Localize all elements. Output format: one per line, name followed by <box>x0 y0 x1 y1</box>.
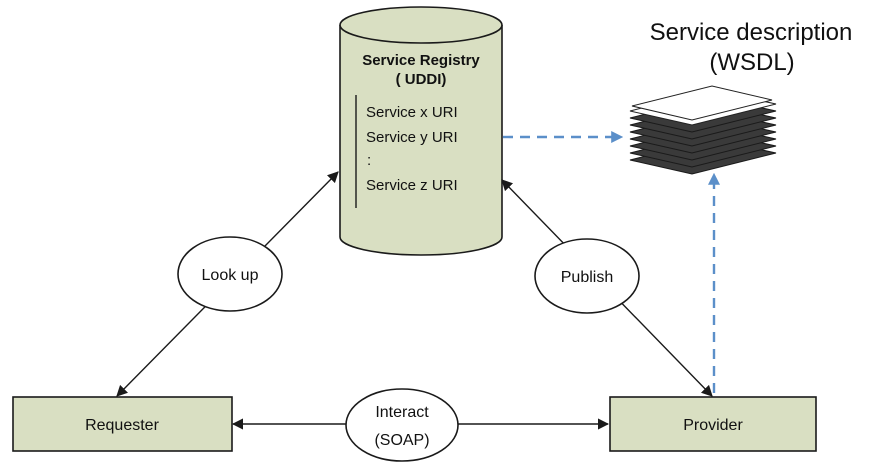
requester-label: Requester <box>85 417 159 434</box>
publish-oval <box>534 238 640 314</box>
lookup-label: Look up <box>202 267 259 284</box>
interact-label: Interact <box>375 404 429 421</box>
service-registry-cylinder <box>339 6 503 256</box>
publish-label: Publish <box>561 269 613 286</box>
provider-label: Provider <box>683 417 743 434</box>
registry-title: Service Registry <box>362 52 480 69</box>
provider-box <box>609 396 817 452</box>
wsdl-document-stack-icon <box>629 85 777 175</box>
description-title: Service description <box>650 19 853 46</box>
registry-entry: : <box>367 152 371 169</box>
description-subtitle: (WSDL) <box>709 49 794 76</box>
interact-protocol-label: (SOAP) <box>374 432 429 449</box>
registry-entry: Service y URI <box>366 129 458 146</box>
registry-subtitle: ( UDDI) <box>396 71 447 88</box>
lookup-oval <box>177 236 283 312</box>
registry-entry: Service x URI <box>366 104 458 121</box>
registry-entry: Service z URI <box>366 177 458 194</box>
interact-oval <box>345 388 459 462</box>
requester-box <box>12 396 233 452</box>
